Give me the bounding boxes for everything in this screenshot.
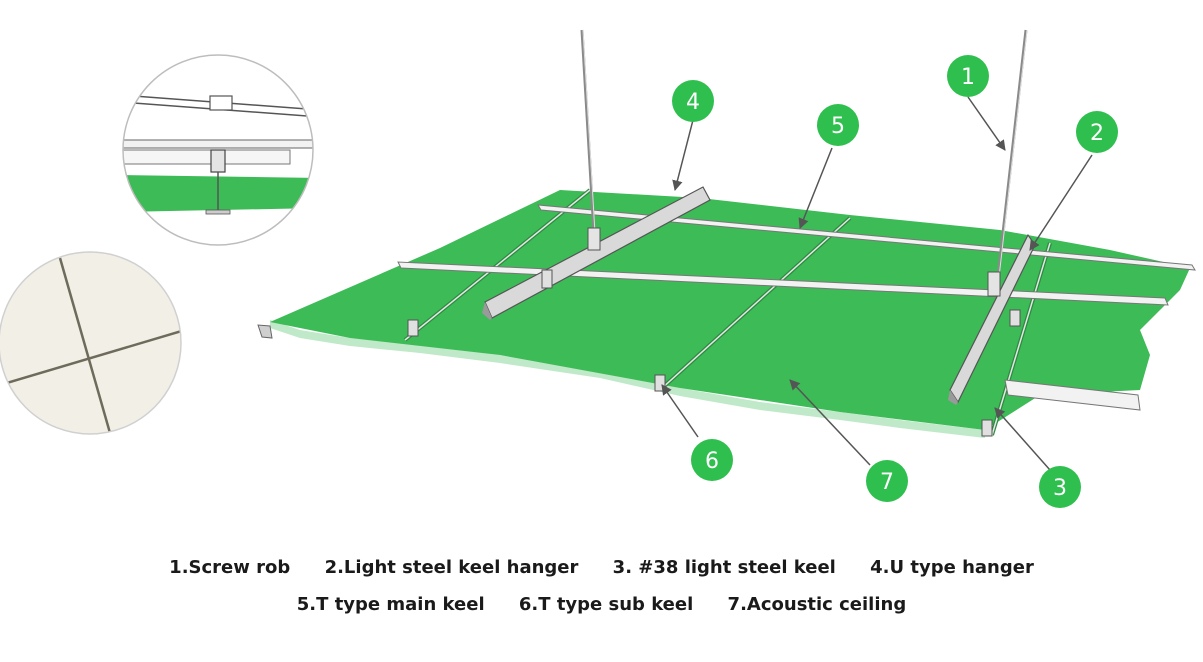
legend-item-2: 2.Light steel keel hanger — [324, 557, 579, 578]
hanger-rods — [580, 29, 1028, 297]
svg-text:5: 5 — [831, 114, 845, 139]
edge-angle — [257, 324, 273, 339]
svg-text:6: 6 — [705, 449, 719, 474]
badge-3: 3 — [1039, 466, 1081, 508]
legend-row-1: 1.Screw rob 2.Light steel keel hanger 3.… — [0, 557, 1203, 578]
legend-item-1: 1.Screw rob — [169, 557, 291, 578]
keel-clips — [407, 269, 1021, 437]
legend-item-6: 6.T type sub keel — [518, 594, 694, 615]
badge-1: 1 — [947, 55, 989, 97]
badge-6: 6 — [691, 439, 733, 481]
legend-item-5: 5.T type main keel — [296, 594, 485, 615]
cross-tees — [403, 188, 1052, 436]
badge-4: 4 — [672, 80, 714, 122]
legend-item-7: 7.Acoustic ceiling — [727, 594, 907, 615]
keel-grid — [257, 186, 1196, 437]
legend-item-3: 3. #38 light steel keel — [612, 557, 836, 578]
ceiling-system-diagram: 1 2 3 4 5 6 7 — [0, 29, 1196, 508]
legend-row-2: 5.T type main keel 6.T type sub keel 7.A… — [0, 594, 1203, 615]
legend-item-4: 4.U type hanger — [870, 557, 1034, 578]
badge-2: 2 — [1076, 111, 1118, 153]
svg-text:7: 7 — [880, 470, 894, 495]
badge-7: 7 — [866, 460, 908, 502]
svg-text:2: 2 — [1090, 121, 1104, 146]
detail-circle-tile — [0, 251, 182, 435]
svg-text:1: 1 — [961, 65, 975, 90]
badge-5: 5 — [817, 104, 859, 146]
svg-text:4: 4 — [686, 90, 700, 115]
svg-text:3: 3 — [1053, 476, 1067, 501]
light-steel-keel — [482, 186, 1036, 405]
detail-circle-hanger — [122, 54, 314, 246]
panel-edge — [270, 320, 985, 438]
callout-leaders — [661, 96, 1093, 471]
